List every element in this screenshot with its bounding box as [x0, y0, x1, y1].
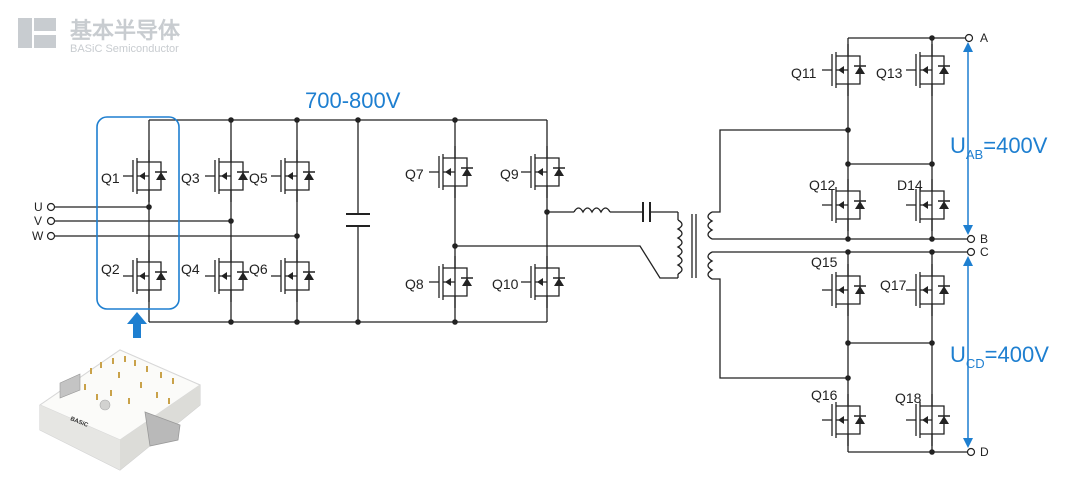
switch-q16: Q16 [811, 387, 866, 446]
switch-q15: Q15 [811, 254, 866, 316]
switch-label: Q1 [101, 170, 120, 186]
voltage-arrows [963, 42, 973, 448]
dc-bus-voltage-label: 700-800V [305, 88, 401, 113]
uab-voltage-label: UAB=400V [950, 133, 1048, 162]
input-w-label: W [32, 229, 44, 243]
output-c-label: C [980, 245, 989, 259]
company-logo: 基本半导体 BASiC Semiconductor [18, 18, 181, 55]
switch-label: Q7 [405, 166, 424, 182]
switch-q17: Q17 [880, 264, 950, 316]
switch-label: Q18 [895, 390, 922, 406]
switch-q6: Q6 [249, 250, 315, 302]
logo-icon [18, 18, 56, 48]
switch-label: Q11 [791, 65, 817, 81]
switch-label: Q17 [880, 277, 907, 293]
switch-label: Q3 [181, 170, 200, 186]
switch-q13: Q13 [876, 44, 950, 96]
inverter-bridge [452, 117, 678, 325]
switch-q8: Q8 [405, 256, 473, 308]
switch-q9: Q9 [500, 146, 565, 198]
logo-chinese: 基本半导体 [70, 19, 181, 44]
switch-label: Q5 [249, 170, 268, 186]
switch-label: Q13 [876, 65, 903, 81]
module-highlight-box [96, 116, 180, 310]
switch-q18: Q18 [895, 390, 950, 446]
switch-q12: Q12 [809, 177, 866, 231]
input-u-label: U [34, 200, 43, 214]
switch-label: Q10 [492, 276, 519, 292]
power-module-image: BASiC [38, 349, 202, 471]
switch-label: Q8 [405, 276, 424, 292]
switch-q7: Q7 [405, 146, 473, 198]
switch-q2: Q2 [101, 250, 167, 302]
output-a-label: A [980, 31, 988, 45]
switch-label: Q16 [811, 387, 838, 403]
output-bridges: A B C D [845, 31, 989, 459]
transformer [676, 129, 848, 379]
switch-q3: Q3 [181, 150, 249, 202]
switch-label: Q15 [811, 254, 838, 270]
module-arrow-icon [127, 312, 147, 338]
output-b-label: B [980, 232, 988, 246]
input-v-label: V [34, 214, 42, 228]
three-phase-inputs: U V W [32, 200, 297, 243]
switch-q5: Q5 [249, 150, 315, 202]
switch-label: Q9 [500, 166, 519, 182]
logo-english: BASiC Semiconductor [70, 43, 179, 55]
output-d-label: D [980, 445, 989, 459]
switch-label: D14 [897, 177, 923, 193]
switch-label: Q4 [181, 261, 200, 277]
switch-q11: Q11 [791, 44, 866, 96]
switch-label: Q6 [249, 261, 268, 277]
module-pins [84, 356, 174, 404]
switch-q4: Q4 [181, 250, 249, 302]
switch-label: Q2 [101, 261, 120, 277]
switch-label: Q12 [809, 177, 836, 193]
ucd-voltage-label: UCD=400V [950, 342, 1049, 371]
switch-q1: Q1 [101, 150, 167, 202]
switch-q10: Q10 [492, 256, 565, 308]
switch-d14: D14 [897, 177, 950, 231]
